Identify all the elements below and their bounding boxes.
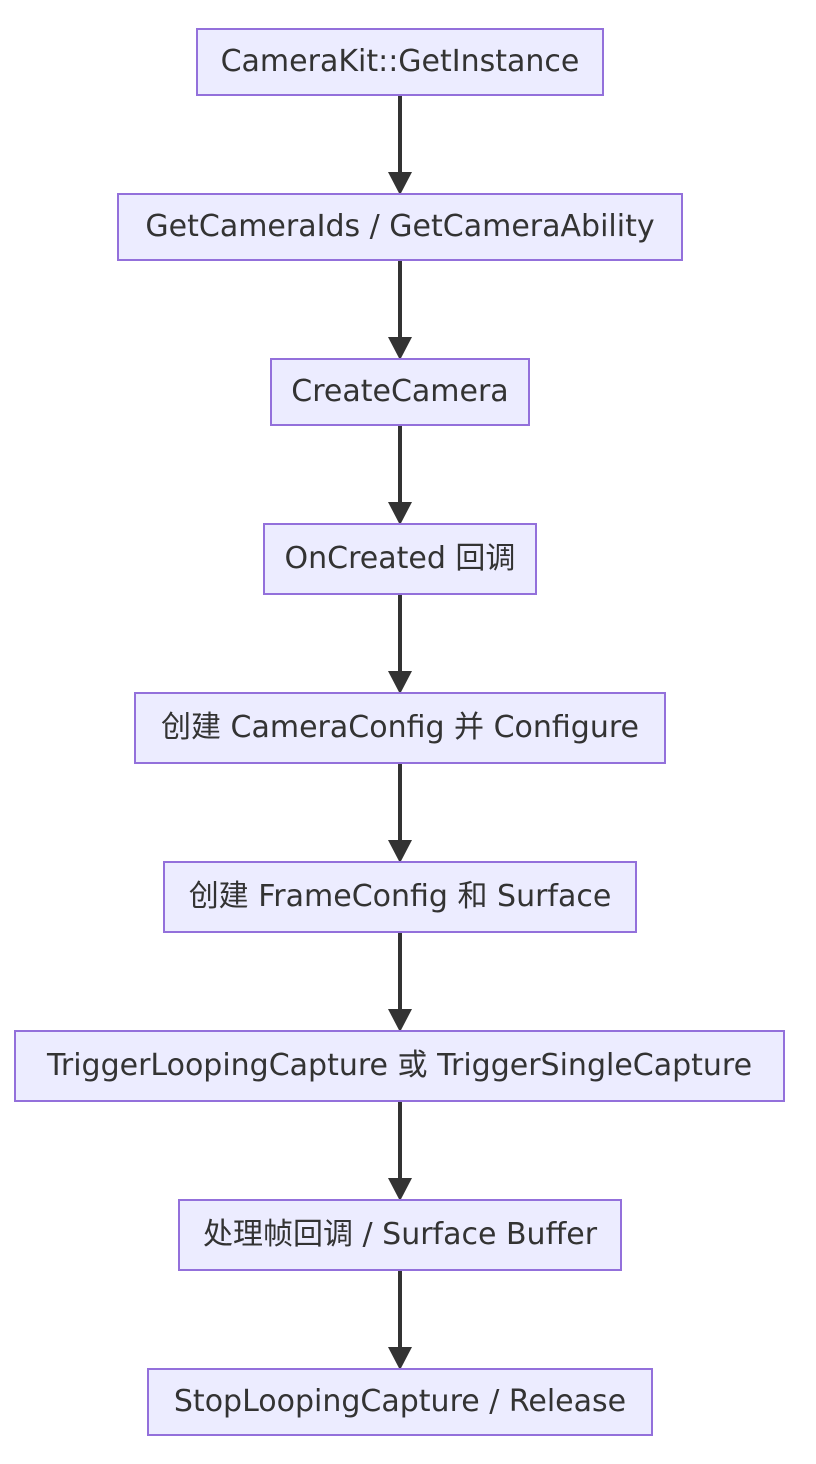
node-stop-release: StopLoopingCapture / Release xyxy=(147,1368,653,1436)
node-label: StopLoopingCapture / Release xyxy=(173,1384,627,1419)
node-label: 处理帧回调 / Surface Buffer xyxy=(202,1217,598,1252)
node-create-cameraconfig: 创建 CameraConfig 并 Configure xyxy=(134,692,666,764)
edge-getcameraids-to-createcamera xyxy=(388,261,412,360)
edge-createcamera-to-oncreated xyxy=(388,426,412,525)
edge-framecallback-to-release xyxy=(388,1271,412,1370)
node-label: CreateCamera xyxy=(291,374,509,409)
node-label: GetCameraIds / GetCameraAbility xyxy=(145,209,655,244)
edge-frameconfig-to-trigger xyxy=(388,933,412,1032)
edge-oncreated-to-cameraconfig xyxy=(388,595,412,694)
node-frame-callback-surface-buffer: 处理帧回调 / Surface Buffer xyxy=(178,1199,622,1271)
edge-cameraconfig-to-frameconfig xyxy=(388,764,412,863)
node-label: 创建 CameraConfig 并 Configure xyxy=(161,710,639,745)
edge-getinstance-to-getcameraids xyxy=(388,96,412,195)
node-createcamera: CreateCamera xyxy=(270,358,530,426)
node-label: 创建 FrameConfig 和 Surface xyxy=(188,879,612,914)
node-create-frameconfig-surface: 创建 FrameConfig 和 Surface xyxy=(163,861,637,933)
node-label: OnCreated 回调 xyxy=(284,541,516,576)
node-trigger-capture: TriggerLoopingCapture 或 TriggerSingleCap… xyxy=(14,1030,785,1102)
node-label: CameraKit::GetInstance xyxy=(220,44,580,79)
node-oncreated-callback: OnCreated 回调 xyxy=(263,523,537,595)
edge-trigger-to-framecallback xyxy=(388,1102,412,1201)
node-label: TriggerLoopingCapture 或 TriggerSingleCap… xyxy=(46,1048,753,1083)
node-camerakit-getinstance: CameraKit::GetInstance xyxy=(196,28,604,96)
node-getcameraids-getcameraability: GetCameraIds / GetCameraAbility xyxy=(117,193,683,261)
